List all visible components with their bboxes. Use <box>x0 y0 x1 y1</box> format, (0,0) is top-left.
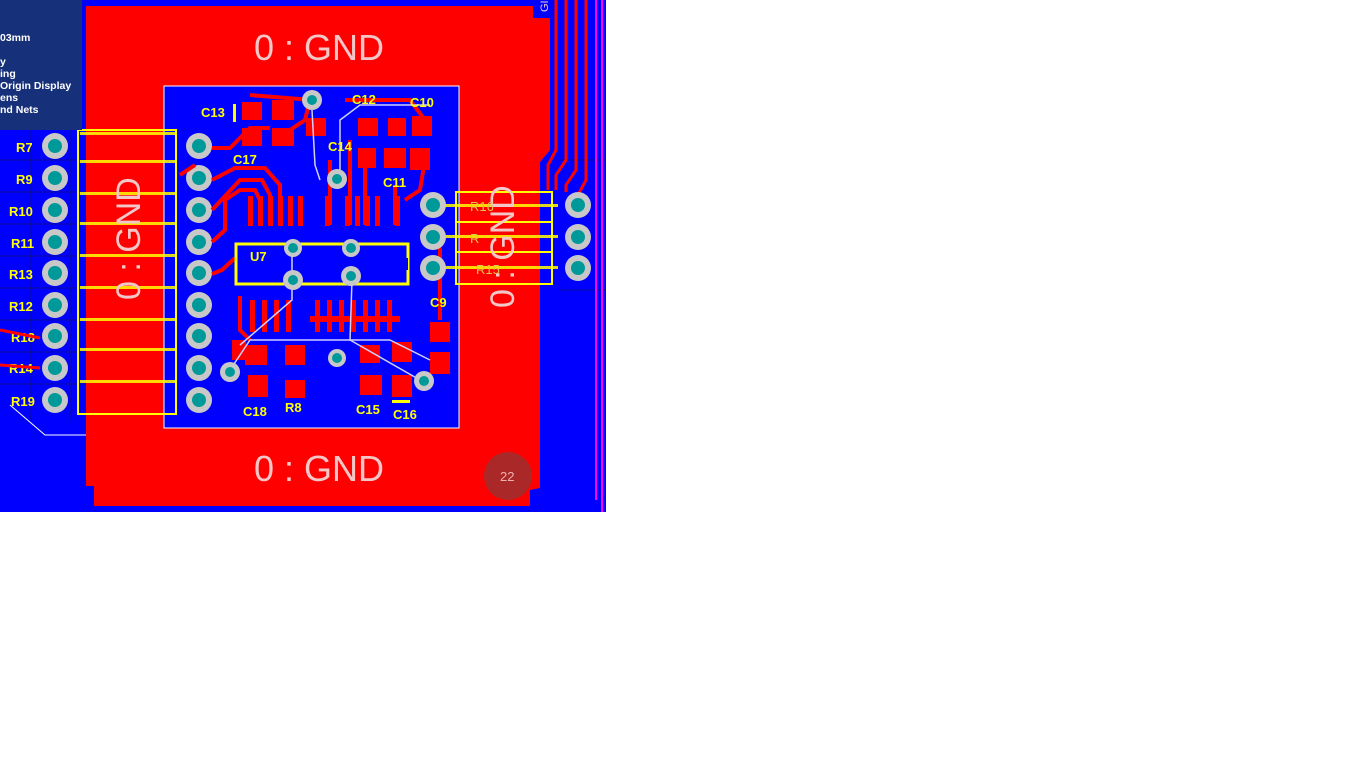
right-header-fingers <box>440 204 558 269</box>
gnd-label-right: 0 : GND <box>484 185 522 308</box>
gnd-label-left: 0 : GND <box>110 177 148 300</box>
designator-r11: R11 <box>11 236 34 251</box>
component-designators: C13 C12 C10 C14 C11 C17 U7 C9 C18 R8 C15… <box>201 92 447 422</box>
smd-pads <box>232 100 450 398</box>
gnd-label-top: 0 : GND <box>254 27 384 68</box>
info-line: 03mm <box>0 32 31 44</box>
designator-u7: U7 <box>250 249 267 264</box>
right-designators: R16 R R15 <box>470 199 500 277</box>
designator-r16: R16 <box>470 199 494 214</box>
designator-c18: C18 <box>243 404 267 419</box>
designator-c11: C11 <box>383 175 406 190</box>
designator-r15: R15 <box>476 262 500 277</box>
info-line: ing <box>0 68 16 80</box>
info-line: Origin Display <box>0 80 72 92</box>
designator-c17: C17 <box>233 152 257 167</box>
designator-c12: C12 <box>352 92 376 107</box>
info-line: ens <box>0 92 19 104</box>
info-line: nd Nets <box>0 104 39 116</box>
designator-r19: R19 <box>11 394 35 409</box>
designator-r9: R9 <box>16 172 33 187</box>
gnd-label-edge: GI <box>539 0 551 12</box>
count-badge-label: 22 <box>500 469 514 484</box>
gnd-label-bottom: 0 : GND <box>254 448 384 489</box>
designator-c15: C15 <box>356 402 380 417</box>
designator-r-mid: R <box>470 231 479 246</box>
inner-header-pads[interactable] <box>186 133 212 413</box>
grid <box>0 130 606 420</box>
designator-r13: R13 <box>9 267 33 282</box>
inner-cutout <box>163 85 460 429</box>
left-header-fingers <box>80 132 176 383</box>
vias[interactable] <box>220 90 434 391</box>
right-header-pads[interactable] <box>420 192 591 281</box>
designator-c10: C10 <box>410 95 434 110</box>
right-traces <box>546 0 588 196</box>
pcb-canvas[interactable]: 0 : GND R7 R9 R10 R11 R13 R12 R18 R14 R1… <box>0 0 606 512</box>
left-header-pads[interactable] <box>42 133 68 413</box>
info-line: y <box>0 56 6 68</box>
designator-r7: R7 <box>16 140 33 155</box>
left-header-outline <box>77 129 177 415</box>
designator-r10: R10 <box>9 204 33 219</box>
count-badge[interactable] <box>484 452 532 500</box>
left-designators: R7 R9 R10 R11 R13 R12 R18 R14 R19 <box>9 140 35 409</box>
designator-c9: C9 <box>430 295 447 310</box>
designator-r8: R8 <box>285 400 302 415</box>
info-panel: 03mm y ing Origin Display ens nd Nets <box>0 0 82 130</box>
u7-pins <box>248 196 400 332</box>
designator-c14: C14 <box>328 139 353 154</box>
designator-c16: C16 <box>393 407 417 422</box>
designator-r12: R12 <box>9 299 33 314</box>
pcb-board[interactable]: 0 : GND R7 R9 R10 R11 R13 R12 R18 R14 R1… <box>0 0 606 512</box>
designator-c13: C13 <box>201 105 225 120</box>
